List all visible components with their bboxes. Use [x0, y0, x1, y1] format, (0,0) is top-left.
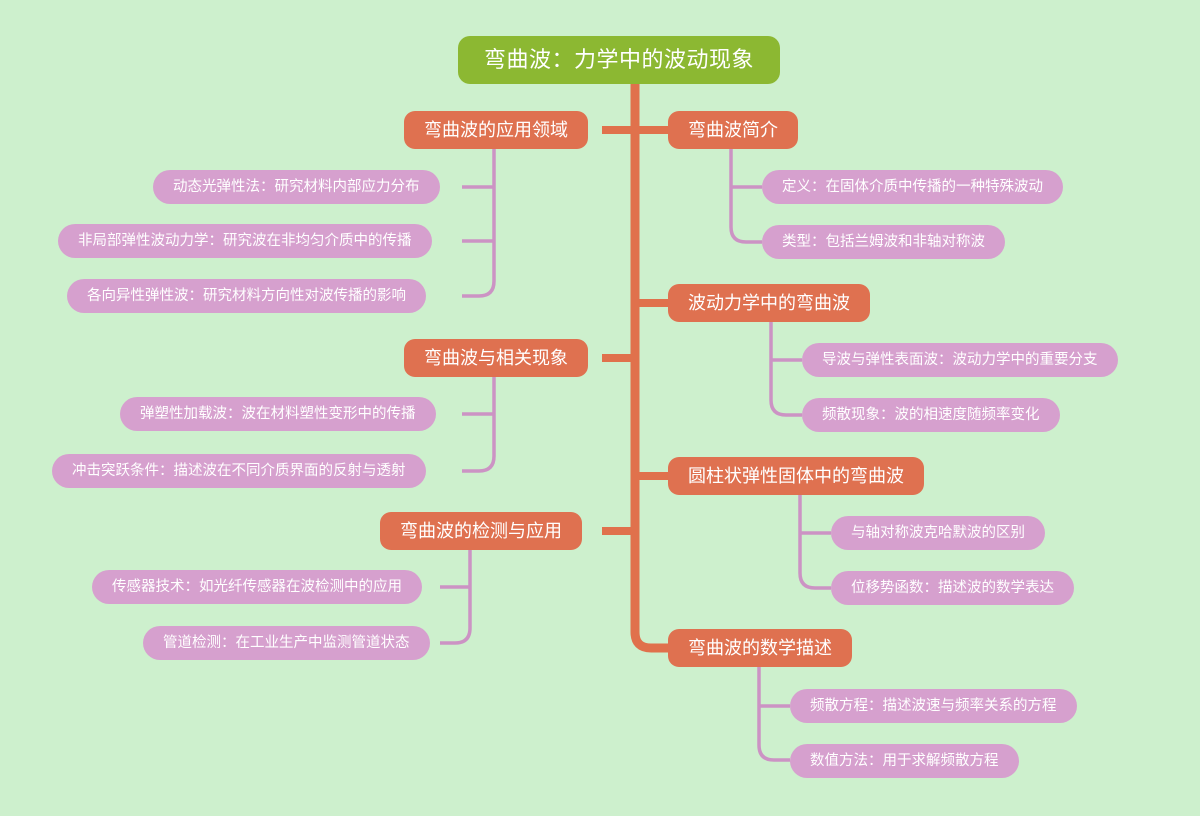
leaf-node[interactable]: 定义：在固体介质中传播的一种特殊波动 [762, 170, 1063, 204]
child-connector [462, 377, 496, 473]
child-connector [729, 149, 762, 244]
leaf-node[interactable]: 类型：包括兰姆波和非轴对称波 [762, 225, 1005, 259]
trunk-line [630, 80, 668, 653]
leaf-node[interactable]: 管道检测：在工业生产中监测管道状态 [143, 626, 430, 660]
branch-node-jian-ce-yu-ying-yong[interactable]: 弯曲波的检测与应用 [380, 512, 582, 550]
child-connector [757, 667, 790, 762]
leaf-node[interactable]: 冲击突跃条件：描述波在不同介质界面的反射与透射 [52, 454, 426, 488]
leaf-node[interactable]: 非局部弹性波动力学：研究波在非均匀介质中的传播 [58, 224, 432, 258]
child-connector [462, 149, 496, 298]
branch-node-label: 波动力学中的弯曲波 [688, 293, 850, 313]
leaf-node-label: 非局部弹性波动力学：研究波在非均匀介质中的传播 [78, 232, 412, 249]
trunk-group [602, 80, 668, 653]
branch-node-label: 弯曲波与相关现象 [424, 348, 568, 368]
root-node[interactable]: 弯曲波：力学中的波动现象 [458, 36, 781, 84]
branch-node-ying-yong-ling-yu[interactable]: 弯曲波的应用领域 [404, 111, 588, 149]
branch-node-shu-xue-miao-shu[interactable]: 弯曲波的数学描述 [668, 629, 852, 667]
leaf-node[interactable]: 与轴对称波克哈默波的区别 [831, 516, 1045, 550]
leaf-node[interactable]: 频散方程：描述波速与频率关系的方程 [790, 689, 1077, 723]
branch-node-label: 弯曲波的应用领域 [424, 120, 568, 140]
branch-node-label: 弯曲波的数学描述 [688, 638, 832, 658]
branch-node-label: 圆柱状弹性固体中的弯曲波 [688, 466, 904, 486]
leaf-node-label: 弹塑性加载波：波在材料塑性变形中的传播 [140, 405, 416, 422]
leaf-node[interactable]: 弹塑性加载波：波在材料塑性变形中的传播 [120, 397, 436, 431]
root-node-label: 弯曲波：力学中的波动现象 [484, 47, 755, 72]
leaf-node[interactable]: 频散现象：波的相速度随频率变化 [802, 398, 1060, 432]
branch-node-label: 弯曲波的检测与应用 [400, 521, 562, 541]
branch-node-yuan-zhu-zhuang[interactable]: 圆柱状弹性固体中的弯曲波 [668, 457, 924, 495]
child-connector [440, 550, 472, 645]
leaf-node-label: 动态光弹性法：研究材料内部应力分布 [173, 178, 420, 195]
branch-node-xiang-guan-xian-xiang[interactable]: 弯曲波与相关现象 [404, 339, 588, 377]
leaf-node[interactable]: 导波与弹性表面波：波动力学中的重要分支 [802, 343, 1118, 377]
leaf-node[interactable]: 位移势函数：描述波的数学表达 [831, 571, 1074, 605]
leaf-node-label: 各向异性弹性波：研究材料方向性对波传播的影响 [87, 287, 406, 304]
leaf-node-label: 导波与弹性表面波：波动力学中的重要分支 [822, 351, 1098, 368]
leaf-node-label: 位移势函数：描述波的数学表达 [851, 579, 1054, 596]
leaf-node-label: 类型：包括兰姆波和非轴对称波 [782, 233, 985, 250]
leaf-node[interactable]: 动态光弹性法：研究材料内部应力分布 [153, 170, 440, 204]
branch-node-jian-jie[interactable]: 弯曲波简介 [668, 111, 798, 149]
leaf-node-label: 数值方法：用于求解频散方程 [810, 752, 999, 769]
leaf-node-label: 频散方程：描述波速与频率关系的方程 [810, 697, 1057, 714]
branch-node-label: 弯曲波简介 [688, 120, 778, 140]
leaf-node-label: 传感器技术：如光纤传感器在波检测中的应用 [112, 578, 402, 595]
leaf-node[interactable]: 数值方法：用于求解频散方程 [790, 744, 1019, 778]
leaf-node-label: 频散现象：波的相速度随频率变化 [822, 406, 1040, 423]
leaf-node-label: 定义：在固体介质中传播的一种特殊波动 [782, 178, 1043, 195]
leaf-node-label: 冲击突跃条件：描述波在不同介质界面的反射与透射 [72, 462, 406, 479]
leaf-node-label: 与轴对称波克哈默波的区别 [851, 524, 1025, 541]
leaf-node-label: 管道检测：在工业生产中监测管道状态 [163, 634, 410, 651]
child-connector [769, 322, 802, 417]
child-connector [798, 495, 831, 590]
leaf-node[interactable]: 各向异性弹性波：研究材料方向性对波传播的影响 [67, 279, 426, 313]
branch-node-bo-dong-li-xue[interactable]: 波动力学中的弯曲波 [668, 284, 870, 322]
leaf-node[interactable]: 传感器技术：如光纤传感器在波检测中的应用 [92, 570, 422, 604]
